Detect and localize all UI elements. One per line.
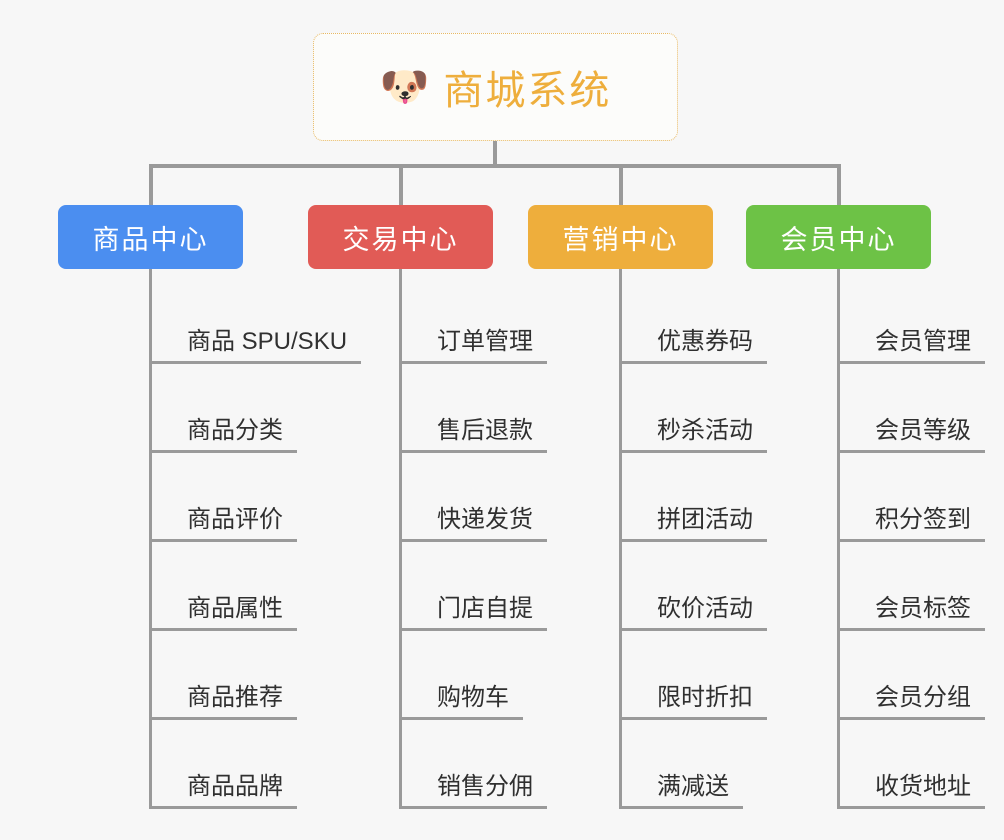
leaf-item[interactable]: 商品品牌 (149, 720, 297, 809)
leaf-item[interactable]: 秒杀活动 (619, 364, 767, 453)
leaf-item[interactable]: 商品分类 (149, 364, 297, 453)
leaf-item-label: 砍价活动 (619, 595, 767, 631)
leaf-item[interactable]: 购物车 (399, 631, 523, 720)
leaf-item-label: 会员分组 (837, 684, 985, 720)
leaf-list: 订单管理售后退款快递发货门店自提购物车销售分佣 (399, 269, 547, 809)
leaf-item-label: 商品分类 (149, 417, 297, 453)
root-node[interactable]: 🐶 商城系统 (313, 33, 678, 141)
branch-column-3: 营销中心优惠券码秒杀活动拼团活动砍价活动限时折扣满减送 (528, 205, 767, 809)
leaf-item[interactable]: 商品评价 (149, 453, 297, 542)
branch-header-label: 交易中心 (342, 224, 459, 255)
leaf-item-label: 拼团活动 (619, 506, 767, 542)
branch-connector-drop (837, 164, 841, 205)
leaf-item[interactable]: 拼团活动 (619, 453, 767, 542)
leaf-item-label: 售后退款 (399, 417, 547, 453)
branch-header-label: 营销中心 (562, 224, 679, 255)
leaf-item[interactable]: 商品 SPU/SKU (149, 275, 362, 364)
leaf-item-label: 积分签到 (837, 506, 985, 542)
root-connector-stem (493, 141, 497, 168)
leaf-item[interactable]: 商品属性 (149, 542, 297, 631)
leaf-item[interactable]: 积分签到 (837, 453, 985, 542)
leaf-item[interactable]: 优惠券码 (619, 275, 767, 364)
leaf-item-label: 秒杀活动 (619, 417, 767, 453)
leaf-item[interactable]: 满减送 (619, 720, 743, 809)
branch-column-1: 商品中心商品 SPU/SKU 商品分类商品评价商品属性商品推荐商品品牌 (58, 205, 362, 809)
leaf-item-label: 商品评价 (149, 506, 297, 542)
leaf-item-label: 门店自提 (399, 595, 547, 631)
branch-header-4[interactable]: 会员中心 (746, 205, 931, 269)
branch-column-2: 交易中心订单管理售后退款快递发货门店自提购物车销售分佣 (308, 205, 547, 809)
leaf-item-label: 满减送 (619, 773, 743, 809)
root-connector-horizontal-bar (149, 164, 841, 168)
leaf-item-label: 快递发货 (399, 506, 547, 542)
branch-header-label: 商品中心 (92, 224, 209, 255)
leaf-item-label: 订单管理 (399, 328, 547, 364)
branch-connector-drop (399, 164, 403, 205)
branch-connector-drop (619, 164, 623, 205)
root-node-title: 商城系统 (443, 69, 612, 113)
branch-column-4: 会员中心会员管理会员等级积分签到会员标签会员分组收货地址 (746, 205, 985, 809)
branch-header-3[interactable]: 营销中心 (528, 205, 713, 269)
leaf-item[interactable]: 砍价活动 (619, 542, 767, 631)
leaf-item-label: 优惠券码 (619, 328, 767, 364)
leaf-item-label: 会员等级 (837, 417, 985, 453)
leaf-item[interactable]: 会员等级 (837, 364, 985, 453)
leaf-item[interactable]: 订单管理 (399, 275, 547, 364)
leaf-item-label: 限时折扣 (619, 684, 767, 720)
branch-header-label: 会员中心 (780, 224, 897, 255)
leaf-item-label: 购物车 (399, 684, 523, 720)
leaf-list: 优惠券码秒杀活动拼团活动砍价活动限时折扣满减送 (619, 269, 767, 809)
leaf-item[interactable]: 售后退款 (399, 364, 547, 453)
leaf-list: 商品 SPU/SKU 商品分类商品评价商品属性商品推荐商品品牌 (149, 269, 362, 809)
leaf-item[interactable]: 销售分佣 (399, 720, 547, 809)
leaf-list: 会员管理会员等级积分签到会员标签会员分组收货地址 (837, 269, 985, 809)
branch-header-1[interactable]: 商品中心 (58, 205, 243, 269)
leaf-item-label: 商品品牌 (149, 773, 297, 809)
branch-connector-drop (149, 164, 153, 205)
leaf-item-label: 商品 SPU/SKU (149, 328, 362, 364)
leaf-item[interactable]: 快递发货 (399, 453, 547, 542)
leaf-item-label: 会员管理 (837, 328, 985, 364)
branch-header-2[interactable]: 交易中心 (308, 205, 493, 269)
leaf-item[interactable]: 会员标签 (837, 542, 985, 631)
shiba-dog-face-icon: 🐶 (379, 65, 430, 109)
leaf-item-label: 销售分佣 (399, 773, 547, 809)
leaf-item[interactable]: 限时折扣 (619, 631, 767, 720)
leaf-item[interactable]: 收货地址 (837, 720, 985, 809)
leaf-item[interactable]: 商品推荐 (149, 631, 297, 720)
leaf-item[interactable]: 会员分组 (837, 631, 985, 720)
leaf-item-label: 商品属性 (149, 595, 297, 631)
leaf-item-label: 会员标签 (837, 595, 985, 631)
leaf-item[interactable]: 会员管理 (837, 275, 985, 364)
leaf-item-label: 商品推荐 (149, 684, 297, 720)
leaf-item-label: 收货地址 (837, 773, 985, 809)
leaf-item[interactable]: 门店自提 (399, 542, 547, 631)
